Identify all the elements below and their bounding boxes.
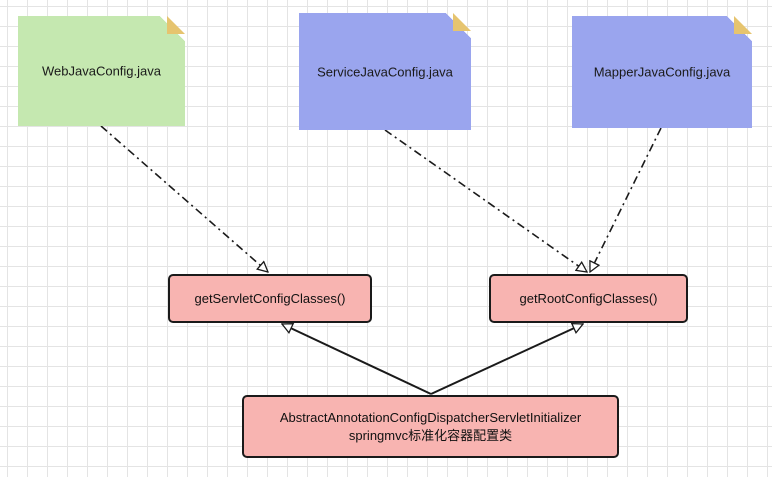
service-java-config-note[interactable]: ServiceJavaConfig.java (299, 13, 471, 130)
service-java-config-label: ServiceJavaConfig.java (317, 64, 453, 79)
arrow-initializer-to-servlet (282, 324, 432, 395)
initializer-box[interactable]: AbstractAnnotationConfigDispatcherServle… (242, 395, 619, 458)
initializer-description: springmvc标准化容器配置类 (348, 427, 513, 443)
initializer-class-name: AbstractAnnotationConfigDispatcherServle… (279, 409, 582, 425)
get-root-config-classes-label: getRootConfigClasses() (519, 290, 658, 306)
mapper-java-config-note[interactable]: MapperJavaConfig.java (572, 16, 752, 128)
get-servlet-config-classes-label: getServletConfigClasses() (194, 290, 346, 306)
arrow-mapper-to-root (590, 127, 662, 272)
note-fold-icon (167, 16, 185, 34)
get-servlet-config-classes-box[interactable]: getServletConfigClasses() (168, 274, 372, 323)
arrow-initializer-to-root (430, 324, 583, 395)
get-root-config-classes-box[interactable]: getRootConfigClasses() (489, 274, 688, 323)
arrow-service-to-root (384, 129, 587, 272)
arrow-web-to-servlet (100, 125, 268, 272)
web-java-config-note[interactable]: WebJavaConfig.java (18, 16, 185, 126)
note-fold-icon (734, 16, 752, 34)
note-fold-icon (453, 13, 471, 31)
mapper-java-config-label: MapperJavaConfig.java (593, 64, 731, 80)
web-java-config-label: WebJavaConfig.java (42, 63, 161, 79)
